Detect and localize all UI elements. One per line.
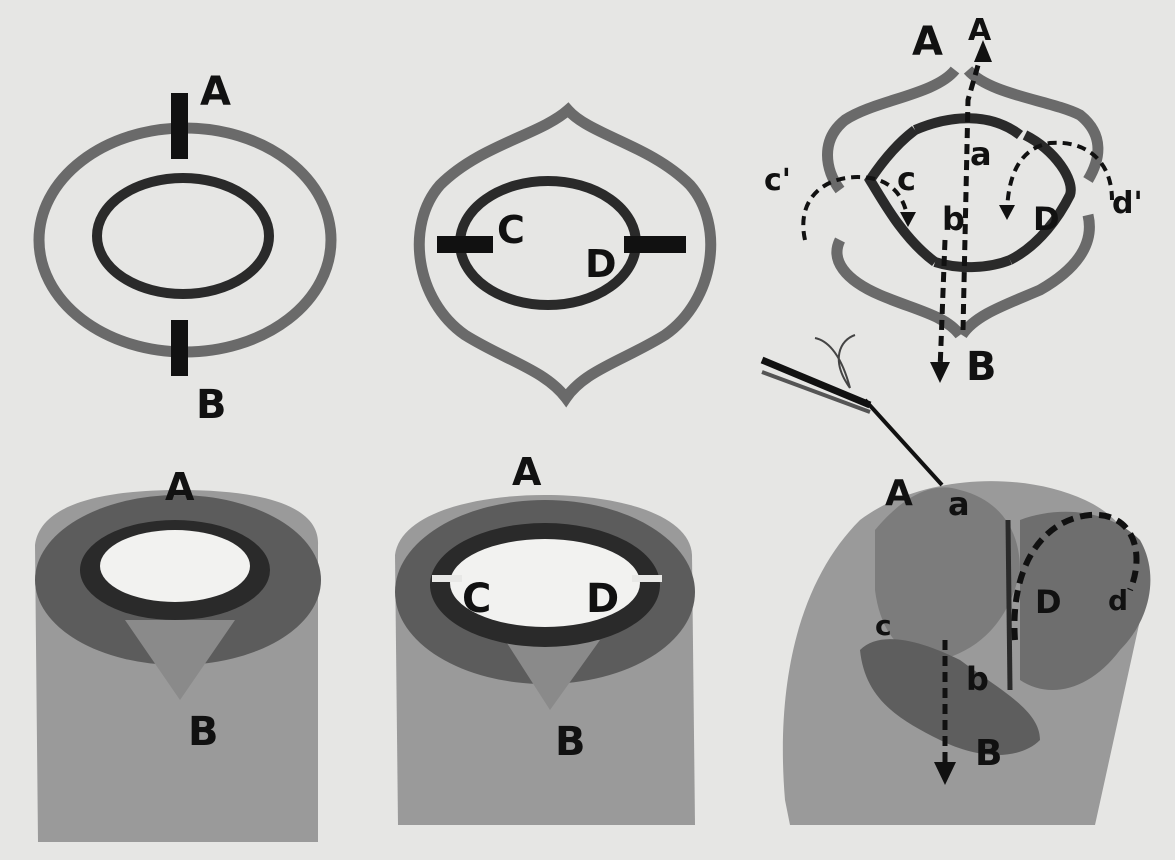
panel-bottom-left: A B xyxy=(35,465,321,842)
label-b: B xyxy=(555,719,586,765)
label-outer-d: d' xyxy=(1112,186,1143,221)
label-b-lower: b xyxy=(966,660,989,698)
cut-mark-b xyxy=(171,320,188,376)
label-c: C xyxy=(462,576,491,622)
label-inner-c: c xyxy=(897,160,916,198)
label-a: A xyxy=(165,465,195,509)
label-outer-c: c' xyxy=(764,163,791,198)
cut-mark-d xyxy=(624,236,686,253)
label-inner-a: a xyxy=(970,135,992,173)
label-d-upper: D xyxy=(1035,583,1062,621)
label-b: B xyxy=(196,382,227,428)
label-a-upper: A xyxy=(885,473,913,514)
cut-mark-c xyxy=(437,236,493,253)
label-inner-b: b xyxy=(942,200,965,238)
label-b: B xyxy=(188,709,219,755)
label-b: B xyxy=(966,344,997,390)
label-a: A xyxy=(512,450,542,494)
cut-mark-a xyxy=(171,93,188,159)
label-inner-d: D xyxy=(1033,200,1060,238)
label-c: C xyxy=(497,208,525,252)
cut-notch-c xyxy=(432,575,462,582)
label-c: c xyxy=(875,609,892,642)
lumen xyxy=(100,530,250,602)
label-a: A xyxy=(200,69,231,115)
label-a-lower: a xyxy=(948,485,970,523)
inner-wall-edge xyxy=(1008,520,1010,690)
label-b-upper: B xyxy=(975,733,1002,774)
cut-notch-d xyxy=(632,575,662,582)
label-d: D xyxy=(586,576,619,622)
label-d: D xyxy=(585,242,617,286)
label-a: A xyxy=(912,19,943,65)
label-d-outer: d xyxy=(1108,584,1128,617)
label-a-arrow: A xyxy=(968,13,992,48)
